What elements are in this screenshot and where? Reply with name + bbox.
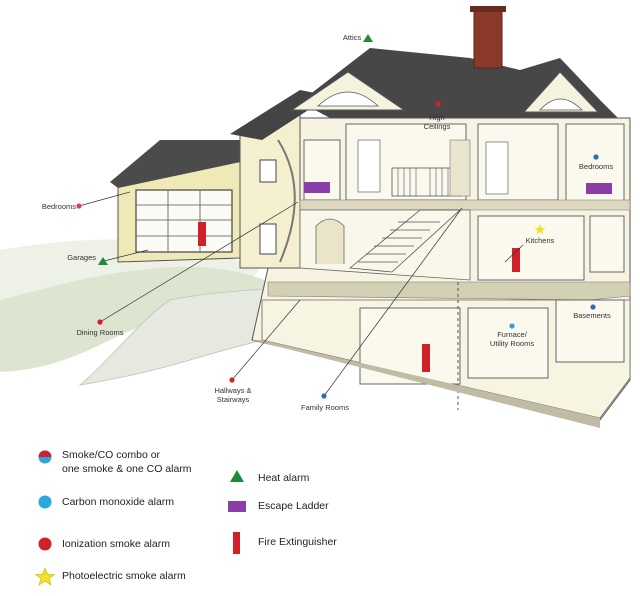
- combo-alarm-bedroom-icon: [76, 203, 82, 209]
- label-hallways-2: Stairways: [216, 395, 250, 404]
- chimney: [473, 7, 503, 69]
- label-attics: Attics: [342, 33, 362, 42]
- label-high-ceilings-2: Ceilings: [423, 122, 451, 131]
- escape-ladder-marker: [586, 183, 612, 194]
- label-kitchens: Kitchens: [525, 236, 555, 245]
- ionization-icon: [38, 537, 52, 551]
- basement-room: [555, 299, 625, 363]
- co-alarm-furnace-icon: [509, 323, 515, 329]
- fire-extinguisher-marker: [198, 222, 206, 246]
- combo-alarm-family-icon: [321, 393, 327, 399]
- label-furnace-1: Furnace/: [497, 330, 527, 339]
- ionization-alarm-dining-icon: [97, 319, 103, 325]
- legend-escape-ladder: Escape Ladder: [258, 500, 329, 512]
- right-gable: [522, 71, 600, 113]
- legend-ionization: Ionization smoke alarm: [62, 538, 170, 550]
- label-basements: Basements: [573, 311, 611, 320]
- family-room: [359, 307, 461, 385]
- legend-heat-alarm: Heat alarm: [258, 472, 310, 484]
- label-high-ceilings-1: High: [429, 113, 445, 122]
- ionization-alarm-ceiling-icon: [435, 101, 441, 107]
- label-hallways-1: Hallways &: [214, 386, 252, 395]
- combo-alarm-basement-icon: [590, 304, 596, 310]
- legend-carbon-monoxide: Carbon monoxide alarm: [62, 496, 175, 508]
- main-floor-slab: [267, 281, 631, 301]
- label-bedrooms-right: Bedrooms: [578, 162, 614, 171]
- fire-extinguisher-marker: [512, 248, 520, 272]
- front-gable: [290, 71, 406, 111]
- combo-alarm-bedroom-right-icon: [593, 154, 599, 160]
- alarm-markers: [76, 34, 599, 399]
- label-bedrooms-left: Bedrooms: [41, 202, 76, 211]
- label-furnace-2: Utility Rooms: [489, 339, 535, 348]
- staircase: [349, 209, 462, 273]
- furnace-room: [467, 307, 549, 379]
- fire-extinguisher-marker: [422, 344, 430, 372]
- photoelectric-alarm-kitchen-icon: [534, 224, 546, 235]
- label-garages: Garages: [67, 253, 96, 262]
- legend-combo-line-2: one smoke & one CO alarm: [62, 463, 192, 475]
- legend-icons: [34, 450, 246, 586]
- ionization-alarm-hallway-icon: [229, 377, 235, 383]
- heat-alarm-garage-icon: [98, 257, 108, 265]
- foundation-edge: [252, 340, 600, 428]
- carbon-monoxide-icon: [38, 495, 52, 509]
- photoelectric-star-icon: [34, 567, 56, 586]
- kitchen-room: [477, 215, 585, 281]
- escape-ladder-icon: [228, 501, 246, 512]
- label-dining-rooms: Dining Rooms: [76, 328, 124, 337]
- leader-lines: [78, 191, 524, 397]
- heat-alarm-triangle-icon: [230, 470, 244, 482]
- legend-photoelectric: Photoelectric smoke alarm: [62, 570, 186, 582]
- escape-ladder-marker: [304, 182, 330, 193]
- garage-roof: [110, 140, 250, 188]
- garage-door: [135, 189, 233, 253]
- label-family-rooms: Family Rooms: [301, 403, 349, 412]
- legend-fire-extinguisher: Fire Extinguisher: [258, 536, 337, 548]
- legend-combo-line-1: Smoke/CO combo or: [62, 449, 161, 461]
- upper-floor-slab: [299, 199, 631, 211]
- fire-extinguisher-icon: [233, 532, 240, 554]
- lawn-shading: [0, 266, 270, 372]
- heat-alarm-attic-icon: [363, 34, 373, 42]
